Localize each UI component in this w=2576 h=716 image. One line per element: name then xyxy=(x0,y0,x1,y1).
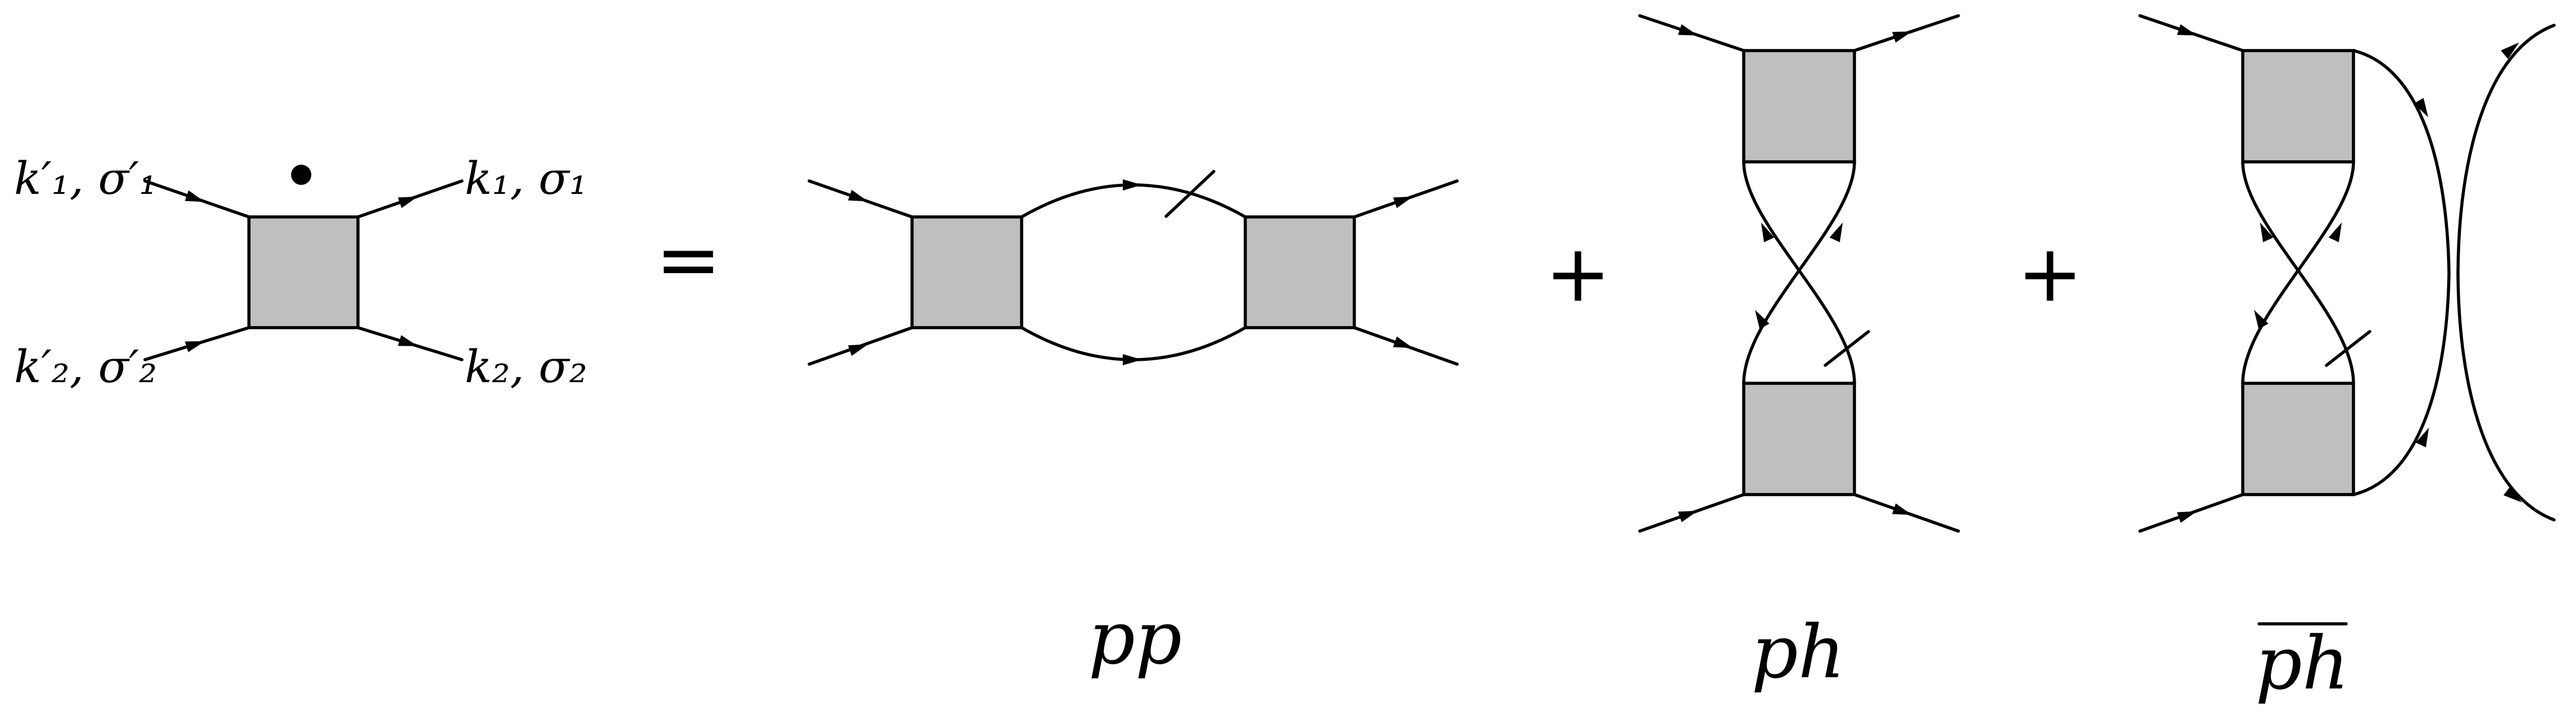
time-derivative-dot xyxy=(291,165,311,185)
ph-propagator-b xyxy=(1742,160,1856,385)
ph-channel-diagram: ph xyxy=(1638,14,1960,695)
single-scale-slash xyxy=(1824,330,1870,367)
single-scale-slash xyxy=(1164,170,1216,218)
pp-vertex-right xyxy=(1244,215,1356,329)
channel-label-pp: pp xyxy=(1089,595,1182,681)
arrowhead xyxy=(1678,505,1700,523)
arrowhead xyxy=(185,336,207,352)
arrowhead xyxy=(1123,179,1142,191)
pp-propagator-upper xyxy=(1020,183,1247,219)
pp-propagator-lower xyxy=(1020,326,1247,361)
pp-channel-diagram: pp xyxy=(808,170,1459,681)
arrowhead xyxy=(1892,26,1914,43)
phbar-vertex-top xyxy=(2241,49,2355,164)
arrowhead xyxy=(1678,24,1700,41)
label-k1prime-sigma1prime: k′₁, σ′₁ xyxy=(14,152,157,205)
arrowhead xyxy=(848,189,870,207)
arrowhead xyxy=(1892,503,1914,520)
label-k1-sigma1: k₁, σ₁ xyxy=(465,152,587,205)
phbar-outer-leg-bottom xyxy=(2456,271,2556,522)
lhs-vertex-box xyxy=(247,215,360,329)
channel-label-phbar: ph xyxy=(2256,620,2350,706)
arrowhead xyxy=(1393,336,1415,354)
phbar-vertex-bottom xyxy=(2241,382,2355,496)
plus-sign: + xyxy=(2017,228,2083,320)
phbar-propagator-b xyxy=(2241,160,2355,385)
label-k2-sigma2: k₂, σ₂ xyxy=(465,341,587,393)
arrowhead xyxy=(2177,506,2199,523)
channel-label-ph: ph xyxy=(1752,609,1845,695)
arrowhead xyxy=(2177,24,2199,41)
arrowhead xyxy=(398,191,420,209)
arrowhead xyxy=(185,190,207,207)
lhs-vertex-diagram: k′₁, σ′₁ k₁, σ₁ k′₂, σ′₂ k₂, σ₂ xyxy=(14,152,587,393)
phbar-outer-leg-top xyxy=(2456,24,2556,275)
ph-vertex-top xyxy=(1742,49,1856,164)
arrowhead xyxy=(398,335,420,352)
equals-sign: = xyxy=(655,214,721,306)
phbar-outer-propagator-top xyxy=(2352,49,2451,275)
pp-vertex-left xyxy=(910,215,1023,329)
ph-vertex-bottom xyxy=(1742,382,1856,496)
label-k2prime-sigma2prime: k′₂, σ′₂ xyxy=(14,341,157,393)
single-scale-slash xyxy=(2325,330,2371,367)
arrowhead xyxy=(1123,354,1142,365)
arrowhead xyxy=(848,339,870,356)
arrowhead xyxy=(1393,191,1415,209)
phbar-channel-diagram: ph xyxy=(2138,14,2556,706)
phbar-outer-propagator-bottom xyxy=(2352,271,2451,496)
plus-sign: + xyxy=(1545,228,1611,320)
